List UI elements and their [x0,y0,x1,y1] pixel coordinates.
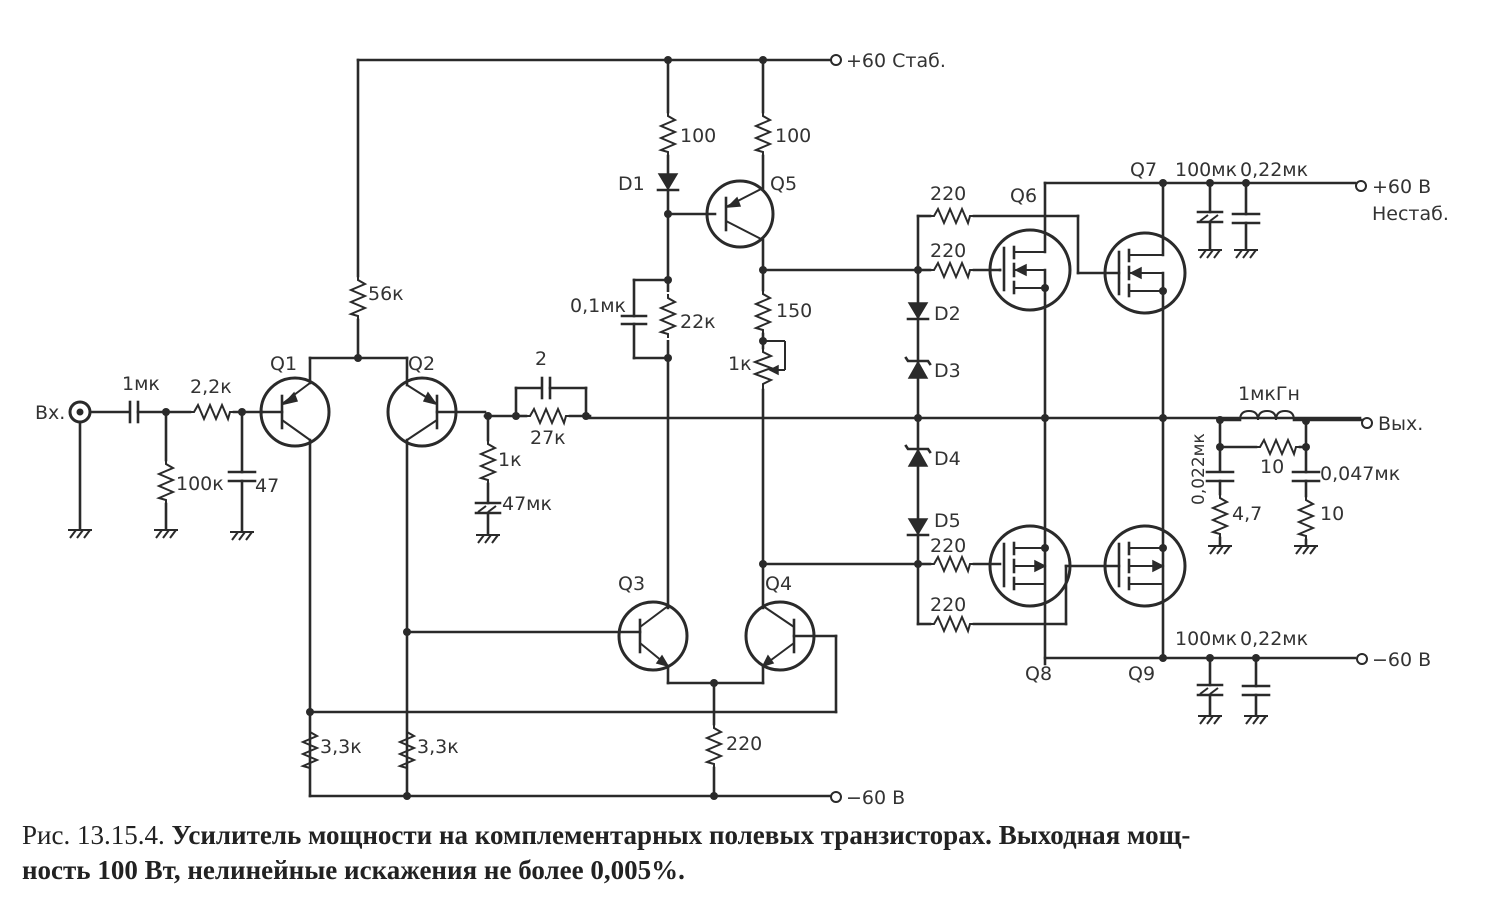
d5-label: D5 [934,510,961,532]
r-150-label: 150 [776,300,812,322]
r-g4-label: 220 [930,594,966,616]
q7-label: Q7 [1130,159,1157,181]
r-d1-label: 100 [680,125,716,147]
c-zob2-label: 0,047мк [1320,463,1400,485]
caption-prefix: Рис. 13.15.4. [22,820,165,850]
r-56k-label: 56к [368,283,404,305]
supply-unstab-label: +60 В [1372,176,1431,198]
c-in-gnd-label: 47 [255,475,279,497]
r-in-gnd-label: 100к [176,473,224,495]
input-section: Вх. 1мк 2,2к 100к 47 [35,373,279,541]
r-fb-gnd-label: 1к [498,449,522,471]
supply-neg-in-label: −60 В [846,787,905,809]
r-zob2-label: 10 [1320,503,1344,525]
d2-label: D2 [934,303,961,325]
bias-diode-string: D2 D3 D4 D5 [904,214,961,626]
caption-line1-rest: Выходная мощ- [998,820,1191,850]
q4-transistor: Q4 [744,573,838,714]
pot-1k-label: 1к [728,353,752,375]
q1-label: Q1 [270,353,297,375]
q2-label: Q2 [408,353,435,375]
q3-label: Q3 [618,573,645,595]
c-01-label: 0,1мк [570,295,626,317]
supply-unstab-label-2: Нестаб. [1372,203,1449,225]
c-neg-label: 0,22мк [1240,628,1308,650]
q4-label: Q4 [765,573,792,595]
c-neg-el-label: 100мк [1175,628,1237,650]
r-22k-label: 22к [680,311,716,333]
r-q5-label: 100 [775,125,811,147]
q9-label: Q9 [1128,663,1155,685]
r-tail-label: 220 [726,733,762,755]
d1-diode-icon [657,173,679,191]
c-pos-el-label: 100мк [1175,159,1237,181]
q3-transistor: Q3 [403,573,689,672]
q1-transistor: Q1 [259,353,331,798]
q2-transistor: Q2 [386,353,487,798]
r-33a-label: 3,3к [320,736,362,758]
r-in-label: 2,2к [190,376,232,398]
q9-mosfet: Q9 [1103,524,1187,685]
r-33b-label: 3,3к [417,736,459,758]
supply-stab-label: +60 Стаб. [846,50,946,72]
q8-label: Q8 [1025,663,1052,685]
r-g1-label: 220 [930,183,966,205]
inductor-icon [1239,409,1295,421]
vas-left-branch: 100 D1 0,1мк 22к [570,58,717,610]
caption-title: Усилитель мощности на комплементарных по… [171,820,992,850]
d1-label: D1 [618,173,645,195]
figure-caption: Рис. 13.15.4. Усилитель мощности на комп… [22,818,1472,888]
q8-mosfet: Q8 [988,524,1072,685]
c-fb-gnd-label: 47мк [502,493,552,515]
r-fb-label: 27к [530,427,566,449]
c-zob1-label: 0,022мк [1189,433,1209,505]
l-out-label: 1мкГн [1238,383,1300,405]
q7-mosfet: Q7 [1103,159,1187,420]
supply-neg-out-label: −60 В [1372,649,1431,671]
r-zob1-label: 4,7 [1232,503,1262,525]
input-label: Вх. [35,402,65,424]
r-g3-label: 220 [930,535,966,557]
q6-label: Q6 [1010,185,1037,207]
output-label: Вых. [1378,413,1423,435]
q5-label: Q5 [770,173,797,195]
d3-label: D3 [934,360,961,382]
c-pos-label: 0,22мк [1240,159,1308,181]
r-g2-label: 220 [930,240,966,262]
r-out-l-label: 10 [1260,456,1284,478]
c-in-label: 1мк [122,373,160,395]
c-fb-label: 2 [535,348,547,370]
output-filter: 1мкГн Вых. 10 4,7 0,022мк 0,047мк 10 [1189,383,1423,555]
feedback-network: 2 27к 1к 47мк [474,348,592,544]
q5-transistor: 100 Q5 150 1к [705,58,920,610]
q6-mosfet: Q6 [988,181,1072,420]
caption-line2: ность 100 Вт, нелинейные искажения не бо… [22,855,685,885]
d4-label: D4 [934,448,961,470]
